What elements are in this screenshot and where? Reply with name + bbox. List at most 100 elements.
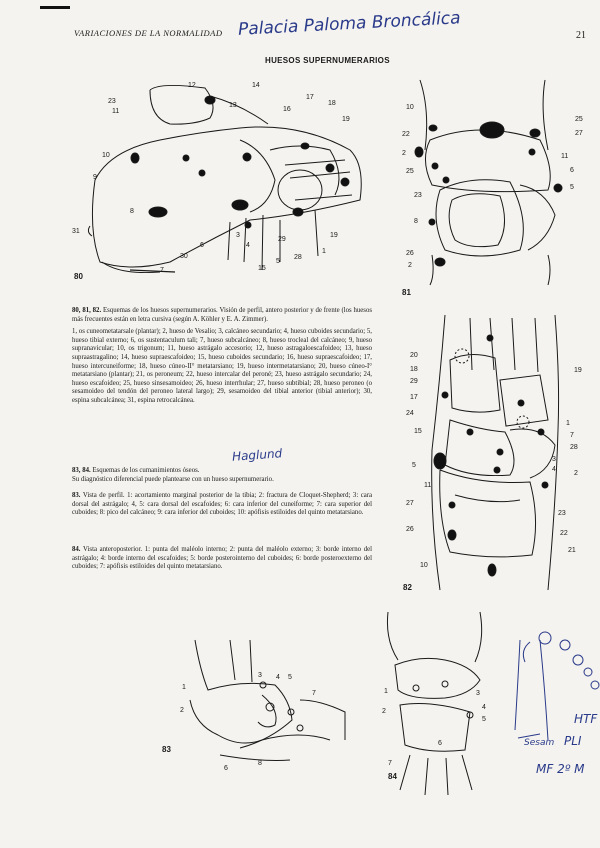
fig84-label: 6 — [438, 740, 442, 747]
caption-intro: Esquemas de los huesos supernumerarios. … — [72, 307, 372, 323]
fig80-drawing — [88, 85, 361, 272]
fig83-label: 2 — [180, 707, 184, 714]
fig80-label: 19 — [330, 232, 338, 239]
fig83-label: 4 — [276, 674, 280, 681]
fig84-label: 4 — [482, 704, 486, 711]
fig80-label: 3 — [236, 232, 240, 239]
fig82-drawing — [432, 315, 559, 590]
caption-heading: 83, 84. — [72, 467, 91, 474]
fig82-label: 15 — [414, 428, 422, 435]
fig81-label: 23 — [414, 192, 422, 199]
fig82-label: 19 — [574, 367, 582, 374]
caption-body: 1, os cuneometatarsale (plantar); 2, hue… — [72, 328, 372, 405]
handwritten-pli: PLI — [564, 734, 581, 748]
fig82-label: 17 — [410, 394, 418, 401]
fig80-label: 28 — [294, 254, 302, 261]
fig81-label: 6 — [570, 167, 574, 174]
fig80-label: 19 — [342, 116, 350, 123]
fig81-label: 2 — [402, 150, 406, 157]
fig83-number: 83 — [162, 745, 171, 754]
fig83-label: 5 — [288, 674, 292, 681]
fig84-label: 5 — [482, 716, 486, 723]
fig82-label: 5 — [412, 462, 416, 469]
fig84-label: 7 — [388, 760, 392, 767]
fig80-label: 6 — [200, 242, 204, 249]
fig83-label: 1 — [182, 684, 186, 691]
fig82-label: 10 — [420, 562, 428, 569]
fig81-label: 11 — [561, 153, 568, 160]
caption-heading: 83. — [72, 492, 81, 499]
fig82-label: 18 — [410, 366, 418, 373]
fig84-number: 84 — [388, 772, 397, 781]
fig81-label: 25 — [575, 116, 583, 123]
fig82-label: 3 — [552, 456, 556, 463]
fig82-label: 27 — [406, 500, 414, 507]
caption-heading: 80, 81, 82. — [72, 307, 101, 314]
fig82-label: 21 — [568, 547, 576, 554]
fig80-label: 9 — [93, 174, 97, 181]
fig83-drawing — [190, 640, 345, 760]
fig80-label: 23 — [108, 98, 116, 105]
fig82-label: 29 — [410, 378, 418, 385]
fig80-label: 31 — [72, 228, 80, 235]
fig80-label: 29 — [278, 236, 286, 243]
caption-83-84: 83, 84. Esquemas de los cumanimientos ós… — [72, 467, 372, 484]
fig80-label: 17 — [306, 94, 314, 101]
fig81-label: 26 — [406, 250, 414, 257]
fig81-label: 10 — [406, 104, 414, 111]
fig81-number: 81 — [402, 288, 411, 297]
fig81-label: 22 — [402, 131, 410, 138]
handwritten-htf: HTF — [574, 712, 597, 726]
fig84-drawing — [387, 612, 481, 795]
fig83-label: 3 — [258, 672, 262, 679]
fig80-label: 1 — [322, 248, 326, 255]
fig80-label: 10 — [102, 152, 110, 159]
fig82-label: 1 — [566, 420, 570, 427]
fig82-label: 4 — [552, 466, 556, 473]
fig80-label: 13 — [229, 102, 237, 109]
fig80-label: 18 — [328, 100, 336, 107]
fig80-label: 30 — [180, 253, 188, 260]
fig80-label: 5 — [276, 258, 280, 265]
fig81-label: 2 — [408, 262, 412, 269]
fig81-label: 25 — [406, 168, 414, 175]
fig80-label: 8 — [130, 208, 134, 215]
fig81-label: 5 — [570, 184, 574, 191]
caption-intro: Esquemas de los cumanimientos óseos. — [92, 467, 199, 474]
fig82-label: 26 — [406, 526, 414, 533]
fig82-label: 2 — [574, 470, 578, 477]
fig80-label: 14 — [252, 82, 260, 89]
fig80-number: 80 — [74, 272, 83, 281]
fig82-label: 28 — [570, 444, 578, 451]
caption-83: 83. Vista de perfil. 1: acortamiento mar… — [72, 492, 372, 518]
fig80-label: 11 — [112, 108, 119, 115]
caption-body: Su diagnóstico diferencial puede plantea… — [72, 476, 372, 485]
fig82-label: 7 — [570, 432, 574, 439]
fig83-label: 6 — [224, 765, 228, 772]
fig84-label: 2 — [382, 708, 386, 715]
handwritten-mf: MF 2º M — [536, 762, 585, 776]
fig80-label: 4 — [246, 242, 250, 249]
fig84-label: 3 — [476, 690, 480, 697]
fig83-label: 7 — [312, 690, 316, 697]
caption-intro: Vista de perfil. — [83, 492, 125, 499]
fig82-label: 22 — [560, 530, 568, 537]
caption-80-82: 80, 81, 82. Esquemas de los huesos super… — [72, 307, 372, 406]
fig83-label: 8 — [258, 760, 262, 767]
fig82-label: 24 — [406, 410, 414, 417]
fig80-label: 16 — [283, 106, 291, 113]
fig82-number: 82 — [403, 583, 412, 592]
fig82-label: 23 — [558, 510, 566, 517]
fig80-label: 15 — [258, 265, 266, 272]
handwritten-sesam: Sesam — [524, 738, 554, 748]
fig81-drawing — [415, 80, 562, 285]
fig84-label: 1 — [384, 688, 388, 695]
fig81-label: 27 — [575, 130, 583, 137]
fig81-label: 8 — [414, 218, 418, 225]
fig82-label: 11 — [424, 482, 431, 489]
fig80-label: 12 — [188, 82, 196, 89]
caption-84: 84. Vista anteroposterior. 1: punta del … — [72, 546, 372, 572]
caption-heading: 84. — [72, 546, 81, 553]
